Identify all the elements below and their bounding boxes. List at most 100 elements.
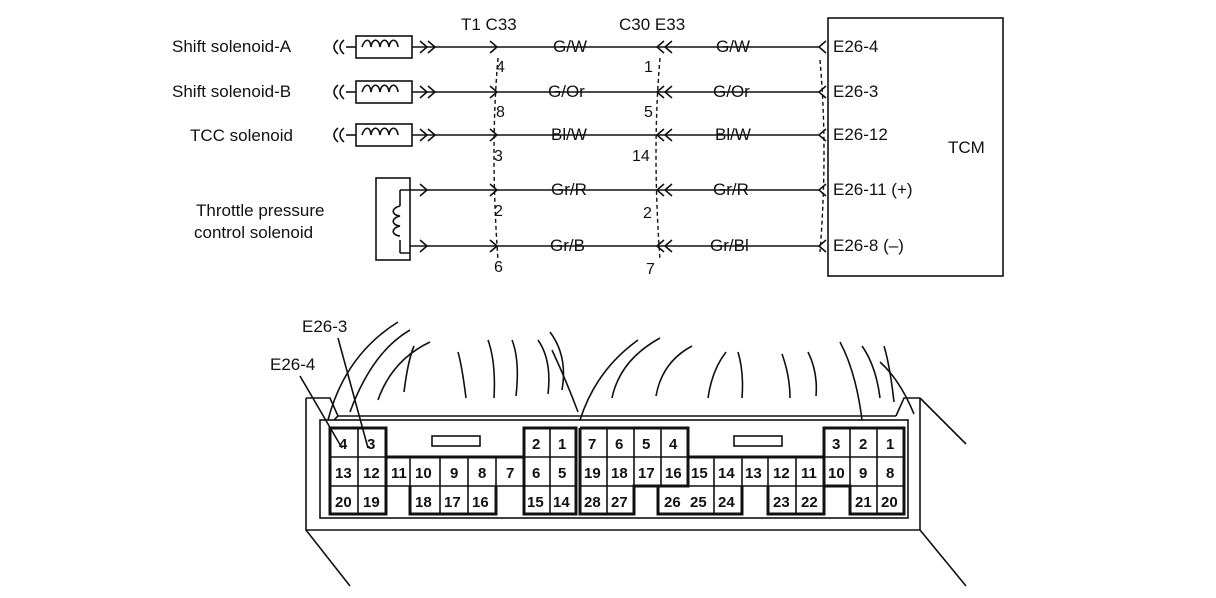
tcm-box (827, 17, 1004, 277)
connector-t1-c33-label: T1 C33 (461, 15, 517, 34)
pin-cell: 22 (801, 494, 818, 511)
pin-cell: 5 (558, 465, 566, 482)
pin-cell: 26 (664, 494, 681, 511)
component-label-line1: Throttle pressure (196, 201, 325, 220)
pin-mid: 1 (644, 59, 653, 76)
pin-cell: 9 (859, 465, 867, 482)
callout-leader-e26-4 (299, 375, 343, 449)
connector-key-slot (733, 435, 783, 447)
pin-left: 2 (494, 203, 503, 220)
wiring-schematic: T1 C33 C30 E33 TCM Shift solenoid-A 4 G/… (172, 15, 1004, 278)
pin-group-2: 2 1 6 5 15 14 (522, 426, 578, 516)
pin-cell: 14 (718, 465, 735, 482)
wire-color-right: Bl/W (715, 125, 751, 144)
housing-edge (305, 529, 351, 587)
pin-cell: 19 (363, 494, 380, 511)
pin-cell: 18 (415, 494, 432, 511)
connector-c30-e33-label: C30 E33 (619, 15, 685, 34)
tcm-terminal: E26-12 (833, 125, 888, 144)
tcm-terminal: E26-11 (+) (833, 180, 913, 199)
pin-left: 4 (496, 59, 505, 76)
callout-leader-e26-3 (337, 337, 369, 449)
callout-e26-4: E26-4 (270, 355, 315, 374)
connector-bracket-mid (655, 57, 661, 261)
pin-cell: 6 (615, 436, 623, 453)
throttle-pressure-solenoid: Throttle pressure control solenoid (194, 177, 411, 261)
pin-cell: 17 (638, 465, 655, 482)
pin-cell: 13 (335, 465, 352, 482)
pin-cell: 13 (745, 465, 762, 482)
pin-cell: 20 (335, 494, 352, 511)
pin-left: 6 (494, 259, 503, 276)
wire-color-right: Gr/Bl (710, 236, 749, 255)
pin-cell: 8 (886, 465, 894, 482)
pin-cell: 17 (444, 494, 461, 511)
wire-color-right: Gr/R (713, 180, 749, 199)
connector-key-slot (431, 435, 481, 447)
circuit-shift-solenoid-a: Shift solenoid-A 4 G/W 1 G/W E26-4 (172, 35, 878, 76)
wire-harness (327, 321, 915, 421)
wire-color-left: G/W (553, 37, 587, 56)
pin-cell: 18 (611, 465, 628, 482)
pin-cell: 15 (691, 465, 708, 482)
pin-cell: 23 (773, 494, 790, 511)
pin-left: 8 (496, 104, 505, 121)
tcm-label: TCM (948, 138, 985, 157)
circuit-tcc-solenoid: TCC solenoid 3 Bl/W 14 Bl/W E26-12 (190, 123, 888, 165)
pin-section-1: 11 10 9 8 7 18 17 16 (386, 455, 524, 516)
pin-cell: 4 (669, 436, 678, 453)
pin-cell: 12 (363, 465, 380, 482)
pin-mid: 14 (632, 148, 650, 165)
pin-mid: 7 (646, 261, 655, 278)
housing-edge (919, 529, 967, 587)
component-label-line2: control solenoid (194, 223, 313, 242)
circuit-throttle-negative: 6 Gr/B 7 Gr/Bl E26-8 (–) (410, 236, 904, 278)
pin-cell: 1 (886, 436, 894, 453)
pin-mid: 5 (644, 104, 653, 121)
pin-cell: 12 (773, 465, 790, 482)
pin-cell: 5 (642, 436, 650, 453)
pin-left: 3 (494, 148, 503, 165)
pin-cell: 25 (690, 494, 707, 511)
wire-color-left: G/Or (548, 82, 585, 101)
pin-cell: 20 (881, 494, 898, 511)
pin-cell: 7 (588, 436, 596, 453)
pin-section-2: 15 14 13 12 11 26 25 24 23 22 (656, 455, 826, 516)
circuit-throttle-positive: 2 Gr/R 2 Gr/R E26-11 (+) (410, 180, 913, 222)
tcm-terminal: E26-8 (–) (833, 236, 904, 255)
pin-cell: 6 (532, 465, 540, 482)
pin-cell: 2 (532, 436, 540, 453)
pin-cell: 15 (527, 494, 544, 511)
wire-color-left: Gr/R (551, 180, 587, 199)
pin-cell: 2 (859, 436, 867, 453)
wire-color-left: Gr/B (550, 236, 585, 255)
pin-cell: 10 (415, 465, 432, 482)
component-label: TCC solenoid (190, 126, 293, 145)
connector-housing (305, 398, 921, 531)
pin-cell: 4 (339, 436, 348, 453)
pin-group-3: 7 6 5 4 19 18 17 16 28 27 (578, 426, 690, 516)
wire-color-left: Bl/W (551, 125, 587, 144)
pin-cell: 10 (828, 465, 845, 482)
pin-cell: 24 (718, 494, 735, 511)
pin-group-1: 4 3 13 12 20 19 (328, 426, 388, 516)
callout-e26-3: E26-3 (302, 317, 347, 336)
solenoid-housing (375, 177, 411, 261)
pin-cell: 3 (367, 436, 375, 453)
pin-mid: 2 (643, 205, 652, 222)
connector-bracket-left (493, 57, 499, 261)
coil-icon (392, 205, 401, 237)
component-label: Shift solenoid-B (172, 82, 291, 101)
pin-cell: 27 (611, 494, 628, 511)
circuit-shift-solenoid-b: Shift solenoid-B 8 G/Or 5 G/Or E26-3 (172, 80, 878, 121)
solenoid-coil-icon (333, 35, 413, 59)
solenoid-coil-icon (333, 80, 413, 104)
pin-cell: 14 (553, 494, 570, 511)
pin-cell: 3 (832, 436, 840, 453)
pin-group-4: 3 2 1 10 9 8 21 20 (822, 426, 906, 516)
tcm-connector-face: E26-3 E26-4 (270, 317, 967, 587)
pin-cell: 7 (506, 465, 514, 482)
connector-bracket-tcm (819, 59, 825, 253)
pin-cell: 16 (665, 465, 682, 482)
